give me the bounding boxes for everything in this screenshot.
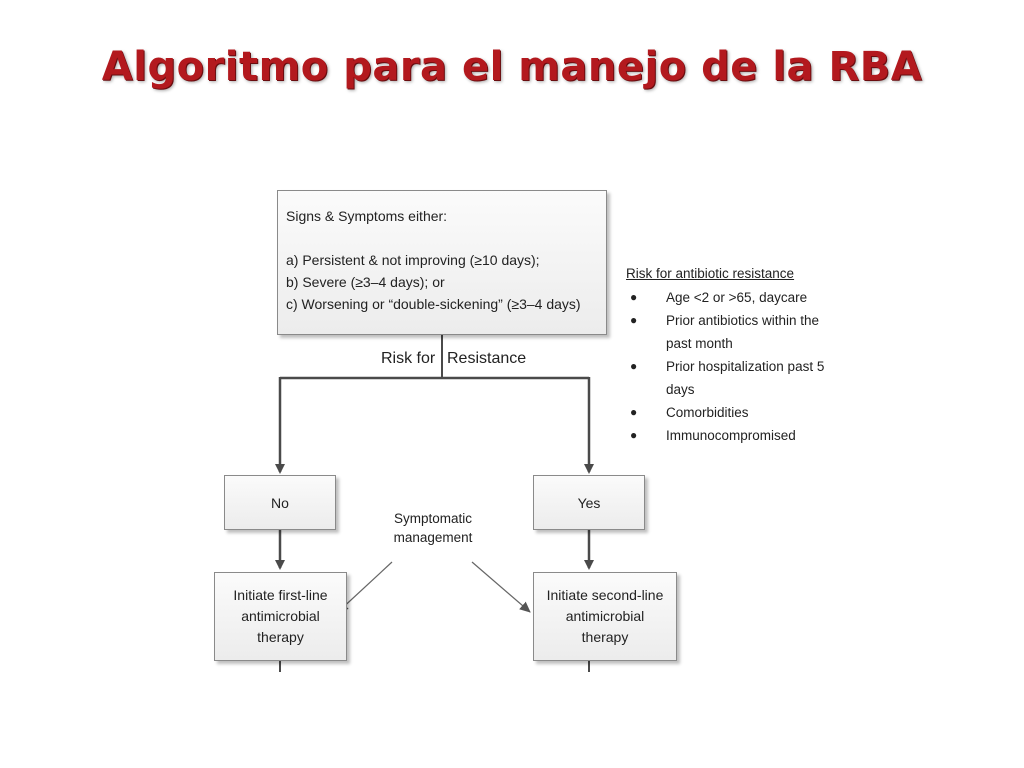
symptomatic-line-1: Symptomatic	[393, 511, 473, 526]
bullet-icon: ●	[630, 313, 638, 327]
symptomatic-management-label: Symptomatic management	[372, 509, 494, 547]
slide-title: Algoritmo para el manejo de la RBA	[101, 44, 923, 90]
bullet-icon: ●	[630, 359, 638, 373]
first-line-therapy-box: Initiate first-line antimicrobial therap…	[214, 572, 347, 661]
first-line-text-1: Initiate first-line	[233, 587, 328, 603]
bullet-icon: ●	[630, 405, 638, 419]
second-line-text-3: therapy	[581, 629, 629, 645]
risk-factor-text: Immunocompromised	[666, 428, 796, 443]
criteria-item-a: a) Persistent & not improving (≥10 days)…	[286, 252, 540, 268]
risk-factor-text: Comorbidities	[666, 405, 749, 420]
yes-label: Yes	[577, 494, 601, 511]
risk-factors-heading: Risk for antibiotic resistance	[626, 266, 795, 281]
risk-factor-item: ● Comorbidities	[626, 401, 846, 424]
first-line-text-2: antimicrobial	[241, 608, 320, 624]
risk-factor-text: Age <2 or >65, daycare	[666, 290, 808, 305]
criteria-lead: Signs & Symptoms either:	[286, 208, 448, 224]
risk-factor-item: ● Age <2 or >65, daycare	[626, 286, 846, 309]
decision-label-left: Risk for	[381, 350, 436, 367]
bullet-icon: ●	[630, 290, 638, 304]
decision-label-right: Resistance	[447, 350, 527, 367]
second-line-therapy-box: Initiate second-line antimicrobial thera…	[533, 572, 677, 661]
arrow-symptomatic-to-first-line	[337, 561, 393, 613]
risk-factor-text: Prior hospitalization past 5 days	[666, 359, 825, 397]
risk-factor-item: ● Prior hospitalization past 5 days	[626, 355, 846, 401]
no-label: No	[271, 494, 289, 511]
risk-factor-text: Prior antibiotics within the past month	[666, 313, 820, 351]
risk-factor-item: ● Prior antibiotics within the past month	[626, 309, 846, 355]
criteria-item-b: b) Severe (≥3–4 days); or	[286, 274, 445, 290]
criteria-item-c: c) Worsening or “double-sickening” (≥3–4…	[286, 296, 581, 312]
risk-factors-list: ● Age <2 or >65, daycare ● Prior antibioti…	[626, 286, 846, 447]
criteria-box: Signs & Symptoms either: a) Persistent &…	[277, 190, 607, 335]
symptomatic-line-2: management	[393, 530, 473, 545]
risk-factors-panel: Risk for antibiotic resistance ● Age <2 o…	[626, 266, 846, 447]
yes-box: Yes	[533, 475, 645, 530]
second-line-text-1: Initiate second-line	[546, 587, 664, 603]
bullet-icon: ●	[630, 428, 638, 442]
arrow-symptomatic-to-second-line	[471, 561, 531, 613]
risk-factor-item: ● Immunocompromised	[626, 424, 846, 447]
second-line-text-2: antimicrobial	[565, 608, 645, 624]
first-line-text-3: therapy	[257, 629, 304, 645]
no-box: No	[224, 475, 336, 530]
